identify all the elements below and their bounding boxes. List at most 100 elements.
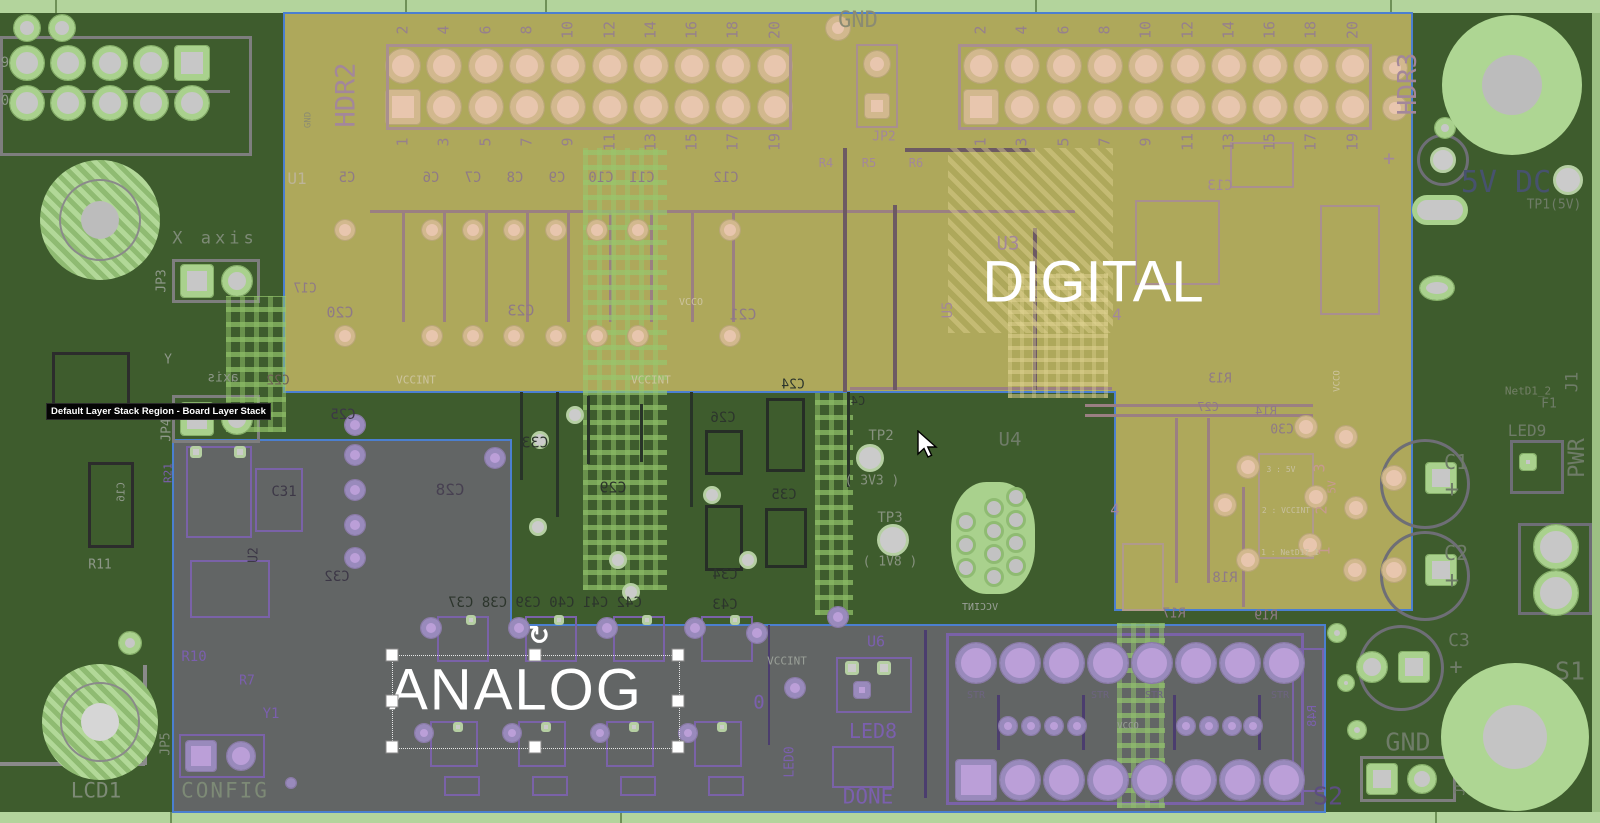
cap-pad[interactable] bbox=[1294, 415, 1318, 439]
cap-pad[interactable] bbox=[462, 219, 484, 241]
pad[interactable] bbox=[344, 414, 366, 436]
via[interactable] bbox=[1430, 147, 1456, 173]
header-pin[interactable] bbox=[1252, 89, 1289, 125]
header-pin[interactable] bbox=[1263, 642, 1305, 684]
pad[interactable] bbox=[234, 446, 246, 458]
pad[interactable] bbox=[344, 514, 366, 536]
header-pin[interactable] bbox=[1043, 642, 1085, 684]
jp2-outline[interactable] bbox=[856, 44, 898, 128]
component-outline[interactable] bbox=[52, 352, 130, 410]
pad[interactable] bbox=[590, 723, 610, 743]
pad[interactable] bbox=[596, 617, 618, 639]
pad[interactable] bbox=[730, 615, 740, 625]
via[interactable] bbox=[1243, 716, 1263, 736]
pad[interactable] bbox=[853, 681, 871, 699]
component-outline[interactable] bbox=[708, 776, 744, 796]
pad[interactable] bbox=[1327, 623, 1347, 643]
header-pin[interactable] bbox=[1169, 48, 1206, 84]
pad[interactable] bbox=[344, 547, 366, 569]
header-pin[interactable] bbox=[1004, 48, 1041, 84]
pad[interactable] bbox=[508, 617, 530, 639]
via[interactable] bbox=[1006, 487, 1026, 507]
led-outline[interactable] bbox=[1510, 440, 1564, 494]
via[interactable] bbox=[956, 512, 976, 532]
cap-pad[interactable] bbox=[1236, 548, 1260, 572]
header-pin[interactable] bbox=[467, 48, 504, 84]
via[interactable] bbox=[1021, 716, 1041, 736]
u6-outline[interactable] bbox=[836, 657, 912, 713]
pad[interactable] bbox=[1407, 764, 1437, 794]
header-pin[interactable] bbox=[1334, 48, 1371, 84]
jp3-outline[interactable] bbox=[172, 259, 260, 303]
pad[interactable] bbox=[684, 617, 706, 639]
connector-pin[interactable] bbox=[50, 85, 86, 121]
header-pin[interactable] bbox=[1219, 642, 1261, 684]
header-pin[interactable] bbox=[385, 48, 421, 84]
pad[interactable] bbox=[629, 722, 639, 732]
component-outline[interactable] bbox=[766, 398, 805, 472]
pad[interactable] bbox=[13, 14, 41, 42]
via[interactable] bbox=[984, 521, 1004, 541]
via[interactable] bbox=[566, 406, 584, 424]
header-pin[interactable] bbox=[1293, 89, 1330, 125]
header-pin[interactable] bbox=[1131, 642, 1173, 684]
pad[interactable] bbox=[827, 606, 849, 628]
cap-pad[interactable] bbox=[334, 325, 356, 347]
pad[interactable] bbox=[221, 265, 253, 297]
component-outline[interactable] bbox=[613, 616, 665, 662]
pad[interactable] bbox=[414, 723, 434, 743]
selection-handle[interactable] bbox=[528, 740, 542, 754]
header-pin[interactable] bbox=[674, 48, 711, 84]
pad[interactable] bbox=[863, 50, 891, 78]
header-pin[interactable] bbox=[1252, 48, 1289, 84]
cap-pad[interactable] bbox=[586, 325, 608, 347]
via[interactable] bbox=[609, 551, 627, 569]
via[interactable] bbox=[984, 544, 1004, 564]
component-outline[interactable] bbox=[705, 505, 743, 571]
selection-handle[interactable] bbox=[385, 694, 399, 708]
cap-pad[interactable] bbox=[719, 325, 741, 347]
header-pin[interactable] bbox=[1086, 48, 1123, 84]
header-pin[interactable] bbox=[999, 642, 1041, 684]
via[interactable] bbox=[529, 518, 547, 536]
pad[interactable] bbox=[1347, 720, 1367, 740]
header-pin[interactable] bbox=[1043, 759, 1085, 801]
component-outline[interactable] bbox=[1230, 142, 1294, 188]
via[interactable] bbox=[1006, 556, 1026, 576]
header-pin[interactable] bbox=[632, 89, 669, 125]
via[interactable] bbox=[739, 551, 757, 569]
pad[interactable] bbox=[642, 615, 652, 625]
via[interactable] bbox=[531, 431, 549, 449]
component-outline[interactable] bbox=[705, 430, 743, 475]
selection-handle[interactable] bbox=[385, 740, 399, 754]
test-point[interactable] bbox=[1553, 165, 1583, 195]
header-pin[interactable] bbox=[1334, 89, 1371, 125]
via[interactable] bbox=[956, 535, 976, 555]
selection-handle[interactable] bbox=[671, 694, 685, 708]
pad[interactable] bbox=[453, 722, 463, 732]
header-pin[interactable] bbox=[1128, 89, 1165, 125]
pad[interactable] bbox=[1366, 763, 1398, 795]
led8-outline[interactable] bbox=[832, 746, 894, 788]
header-pin[interactable] bbox=[756, 89, 793, 125]
component-outline[interactable] bbox=[620, 776, 656, 796]
header-pin[interactable] bbox=[1045, 48, 1082, 84]
component-outline[interactable] bbox=[701, 616, 753, 662]
connector-pin[interactable] bbox=[174, 85, 210, 121]
via[interactable] bbox=[1006, 533, 1026, 553]
cap-pad[interactable] bbox=[1344, 496, 1368, 520]
rotate-handle-icon[interactable]: ↻ bbox=[528, 621, 550, 651]
component-outline[interactable] bbox=[765, 508, 807, 568]
pad[interactable] bbox=[466, 615, 476, 625]
pad[interactable] bbox=[226, 741, 256, 771]
component-outline[interactable] bbox=[1122, 543, 1164, 611]
header-pin[interactable] bbox=[1263, 759, 1305, 801]
pad[interactable] bbox=[746, 622, 768, 644]
component-outline[interactable] bbox=[88, 462, 134, 548]
header-pin[interactable] bbox=[1128, 48, 1165, 84]
selection-rect[interactable] bbox=[392, 655, 680, 749]
header-pin[interactable] bbox=[955, 642, 997, 684]
pad[interactable] bbox=[1381, 557, 1407, 583]
header-pin[interactable] bbox=[999, 759, 1041, 801]
pad[interactable] bbox=[1519, 453, 1537, 471]
